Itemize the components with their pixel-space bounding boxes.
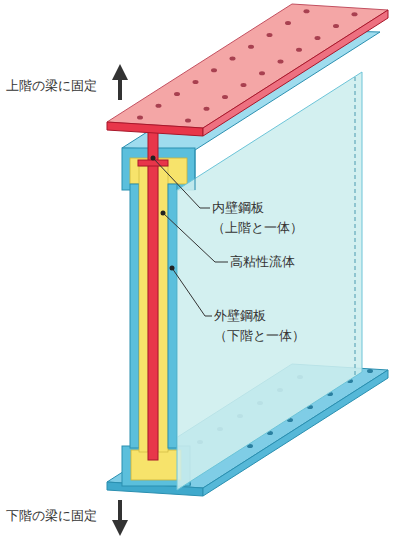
bolt-hole: [315, 36, 321, 40]
bolt-hole: [259, 71, 265, 75]
leader-line: [172, 268, 212, 316]
callout-label: 内壁鋼板 （上階と一体）: [212, 198, 322, 238]
top-plate-edge: [107, 122, 203, 136]
bolt-hole: [211, 68, 217, 72]
inner-plate-web: [148, 126, 158, 460]
leader-dot: [161, 211, 166, 216]
bolt-hole: [267, 33, 273, 37]
callout-label: 下階の梁に固定: [6, 506, 118, 526]
bolt-hole: [278, 60, 284, 64]
outer-plate-right: [168, 184, 177, 448]
down-arrow: [118, 500, 122, 528]
bolt-hole: [222, 95, 228, 99]
hidden-edge: [355, 77, 356, 376]
bolt-hole: [285, 21, 291, 25]
fluid-strip: [158, 166, 168, 452]
fluid-strip: [139, 166, 148, 452]
bolt-holes: [137, 9, 358, 122]
bolt-hole: [304, 9, 310, 13]
bolt-hole: [241, 83, 247, 87]
bolt-hole: [137, 116, 143, 120]
callout-label: 上階の梁に固定: [6, 76, 118, 96]
bolt-hole: [296, 48, 302, 52]
up-arrow: [118, 72, 122, 100]
leader-dot: [151, 156, 156, 161]
leader-line: [153, 158, 210, 208]
bolt-hole: [204, 107, 210, 111]
bolt-hole: [156, 104, 162, 108]
callout-label: 高粘性流体: [230, 252, 350, 272]
bolt-hole: [193, 80, 199, 84]
top-plate-side: [203, 10, 388, 136]
inner-plate-bar: [138, 160, 168, 166]
bolt-hole: [174, 92, 180, 96]
leader-dot: [170, 266, 175, 271]
channel-edge: [195, 150, 196, 190]
bolt-hole: [185, 119, 191, 123]
outer-plate-left: [130, 184, 139, 448]
bolt-hole: [333, 24, 339, 28]
top-plate: [107, 4, 388, 128]
callout-label: 外壁鋼板 （下階と一体）: [214, 306, 324, 346]
bolt-hole: [248, 45, 254, 49]
bolt-hole: [352, 12, 358, 16]
bolt-hole: [230, 57, 236, 61]
bolt-hole: [367, 369, 373, 373]
